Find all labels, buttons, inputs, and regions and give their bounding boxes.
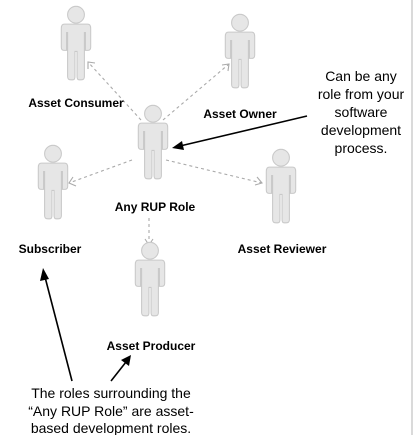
note-surrounding-line-1: The roles surrounding the [31,385,191,401]
dependency-to-subscriber [68,159,133,187]
actor-asset-consumer: Asset Consumer [28,5,124,110]
actor-label-asset-owner: Asset Owner [203,107,277,121]
note-surrounding-line-3: based development roles. [31,420,191,435]
dependency-to-asset-consumer [87,61,142,121]
note-any-role-line-5: process. [335,140,388,156]
actor-figure-icon [224,13,256,89]
actor-label-any-rup-role: Any RUP Role [115,200,196,214]
actor-figure-icon [37,144,69,220]
note-surrounding-roles: The roles surrounding the “Any RUP Role”… [28,385,194,435]
actor-label-asset-reviewer: Asset Reviewer [238,242,327,256]
actor-label-subscriber: Subscriber [19,242,82,256]
note-any-role-line-3: software [335,104,388,120]
actor-figure-icon [137,104,169,180]
actor-figure-icon [265,148,297,224]
dependency-to-asset-reviewer [165,159,263,186]
actor-asset-reviewer: Asset Reviewer [238,148,327,256]
actor-asset-owner: Asset Owner [203,13,277,121]
actor-asset-producer: Asset Producer [107,241,196,353]
note-any-role-line-2: role from your [318,86,405,102]
note-any-role-line-4: development [321,122,401,138]
note-any-role: Can be any role from your software devel… [318,68,405,156]
actor-figure-icon [60,5,92,81]
callout-arrow-subscriber [40,268,73,382]
actor-label-asset-consumer: Asset Consumer [28,96,124,110]
actor-label-asset-producer: Asset Producer [107,339,196,353]
note-any-role-line-1: Can be any [325,68,397,84]
note-surrounding-line-2: “Any RUP Role” are asset- [28,403,194,419]
dependency-to-asset-producer [144,218,154,246]
actor-figure-icon [134,241,166,317]
callout-arrow-asset-producer [110,355,131,382]
dependency-to-asset-owner [162,63,230,121]
callout-arrow-any-role [172,115,308,150]
actor-any-rup-role: Any RUP Role [115,104,196,214]
actor-subscriber: Subscriber [19,144,82,256]
